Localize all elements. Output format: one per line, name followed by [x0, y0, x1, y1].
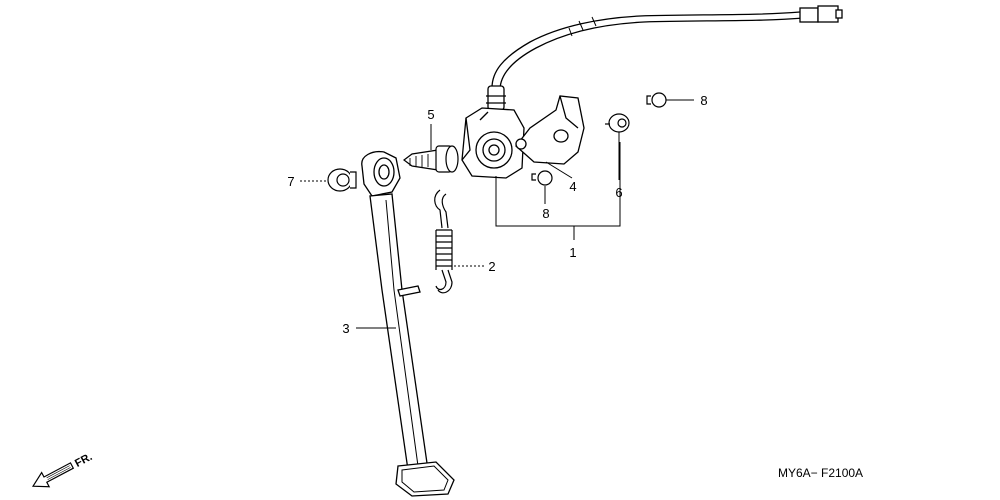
bracket	[515, 95, 585, 165]
callout-7: 7	[287, 174, 294, 189]
wire-harness	[491, 5, 843, 91]
side-stand-switch	[461, 85, 525, 179]
callout-8-upper: 8	[700, 93, 707, 108]
callout-1: 1	[569, 245, 576, 260]
callout-6: 6	[615, 185, 622, 200]
callout-3: 3	[342, 321, 349, 336]
callout-4: 4	[569, 179, 576, 194]
spring	[434, 189, 453, 294]
bolt-part-6	[605, 113, 630, 133]
arrow-icon	[31, 462, 75, 488]
bolt	[403, 145, 459, 173]
bolt-part-8-upper	[646, 92, 667, 108]
callout-2: 2	[488, 259, 495, 274]
bolt-part-8-lower	[531, 170, 553, 186]
diagram-code: MY6A− F2100A	[778, 466, 863, 480]
front-direction-arrow: FR.	[31, 451, 94, 488]
side-stand	[361, 150, 455, 497]
nut	[327, 168, 357, 192]
leader-lines	[300, 99, 694, 329]
callout-8-lower: 8	[542, 206, 549, 221]
callout-5: 5	[427, 107, 434, 122]
direction-label: FR.	[73, 451, 94, 470]
